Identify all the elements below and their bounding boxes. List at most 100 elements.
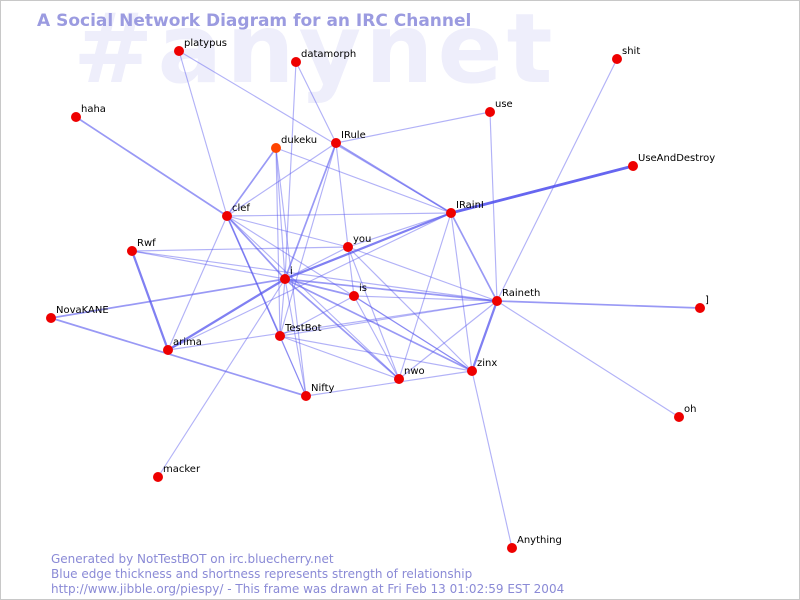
edge-clef-zinx	[226, 215, 473, 372]
edge-IRainI-arima	[167, 212, 452, 351]
edge-i-you	[284, 246, 349, 280]
edge-Raineth-use	[489, 111, 498, 302]
edge-dukeku-i	[275, 147, 286, 280]
edge-Rwf-arima	[130, 249, 170, 352]
edge-datamorph-i	[284, 61, 297, 280]
node-dot	[153, 472, 163, 482]
node-label: platypus	[184, 38, 227, 49]
edge-TestBot-nwo	[279, 335, 400, 380]
node-dot	[628, 161, 638, 171]
node-dot	[349, 291, 359, 301]
node-oh: oh	[674, 404, 696, 422]
edge-i-TestBot	[279, 278, 286, 337]
node-label: nwo	[404, 366, 425, 377]
edge-i-macker	[157, 278, 286, 478]
edge-Raineth-shit	[496, 58, 618, 302]
edge-Raineth-arima	[167, 300, 498, 351]
node-label: shit	[622, 46, 640, 57]
node-UseAndDestroy: UseAndDestroy	[628, 153, 715, 171]
edge-you-Raineth	[347, 246, 498, 302]
node-dot	[394, 374, 404, 384]
footer: Generated by NotTestBOT on irc.bluecherr…	[51, 552, 564, 597]
edge-IRule-you	[335, 142, 349, 248]
edge-i-arima	[166, 277, 287, 352]
edge-IRule-use	[335, 111, 491, 144]
edge-Rwf-i	[131, 250, 286, 280]
edge-Raineth-TestBot	[279, 300, 498, 337]
edge-clef-nwo	[226, 215, 400, 380]
node-NovaKANE: NovaKANE	[46, 305, 109, 323]
node-label: Raineth	[502, 288, 540, 299]
node-label: i	[290, 266, 293, 277]
edge-you-zinx	[347, 246, 473, 372]
edge-i-Raineth	[284, 278, 498, 302]
edge-is-zinx	[353, 295, 473, 372]
edge-clef-platypus	[178, 50, 228, 217]
edge-Raineth-zinx	[470, 299, 499, 373]
node-label: Nifty	[311, 383, 335, 394]
edge-IRule-datamorph	[295, 61, 337, 144]
node-dot	[507, 543, 517, 553]
node-TestBot: TestBot	[275, 323, 322, 341]
edge-is-Raineth	[353, 295, 498, 302]
node-dot	[492, 296, 502, 306]
edge-IRainI-zinx	[450, 212, 473, 372]
edge-zinx-TestBot	[279, 335, 473, 372]
node-dot	[46, 313, 56, 323]
node-dot	[331, 138, 341, 148]
edge-Raineth-]	[496, 300, 701, 309]
node-dot	[674, 412, 684, 422]
node-label: clef	[232, 203, 250, 214]
node-label: datamorph	[301, 49, 356, 60]
edge-Rwf-Raineth	[131, 250, 498, 302]
node-label: you	[353, 234, 371, 245]
edge-you-nwo	[347, 246, 400, 380]
edge-NovaKANE-Nifty	[50, 317, 307, 397]
edge-clef-IRainI	[226, 212, 452, 217]
node-label: Anything	[517, 535, 562, 546]
footer-url-timestamp: http://www.jibble.org/piespy/ - This fra…	[51, 582, 565, 596]
node-dot	[485, 107, 495, 117]
node-label: use	[495, 99, 513, 110]
node-i: i	[280, 266, 293, 284]
node-dot	[291, 57, 301, 67]
edge-i-Nifty	[284, 278, 307, 397]
node-Rwf: Rwf	[127, 238, 156, 256]
node-zinx: zinx	[467, 358, 497, 376]
node-dukeku: dukeku	[271, 135, 317, 153]
edge-i-is	[284, 278, 355, 297]
node-macker: macker	[153, 464, 201, 482]
edge-i-nwo	[284, 278, 400, 380]
node-you: you	[343, 234, 371, 252]
node-IRainI: IRainI	[446, 200, 484, 218]
node-dot	[222, 211, 232, 221]
node-dot	[71, 112, 81, 122]
edge-you-is	[347, 246, 355, 297]
node-label: TestBot	[284, 323, 322, 334]
node-label: is	[359, 283, 367, 294]
footer-generated-by: Generated by NotTestBOT on irc.bluecherr…	[51, 552, 334, 566]
node-IRule: IRule	[331, 130, 366, 148]
edge-Raineth-oh	[496, 300, 680, 418]
edge-i-IRule	[284, 142, 337, 280]
node-Raineth: Raineth	[492, 288, 540, 306]
node-datamorph: datamorph	[291, 49, 356, 67]
node-dot	[343, 242, 353, 252]
edge-clef-TestBot	[226, 215, 281, 337]
node-label: UseAndDestroy	[638, 153, 715, 164]
edge-IRainI-nwo	[398, 212, 452, 380]
edge-IRainI-Raineth	[450, 212, 498, 302]
edge-IRule-IRainI	[335, 142, 452, 214]
edge-i-IRainI	[283, 211, 453, 281]
node-label: NovaKANE	[56, 305, 109, 316]
edge-clef-dukeku	[226, 147, 277, 217]
node-label: oh	[684, 404, 696, 415]
node-dot	[271, 143, 281, 153]
edge-is-nwo	[353, 295, 400, 380]
node-dot	[275, 331, 285, 341]
edge-clef-IRule	[226, 142, 337, 217]
channel-watermark: #anynet	[73, 0, 557, 105]
edge-i-NovaKANE	[50, 278, 286, 319]
edge-TestBot-Nifty	[279, 335, 307, 397]
